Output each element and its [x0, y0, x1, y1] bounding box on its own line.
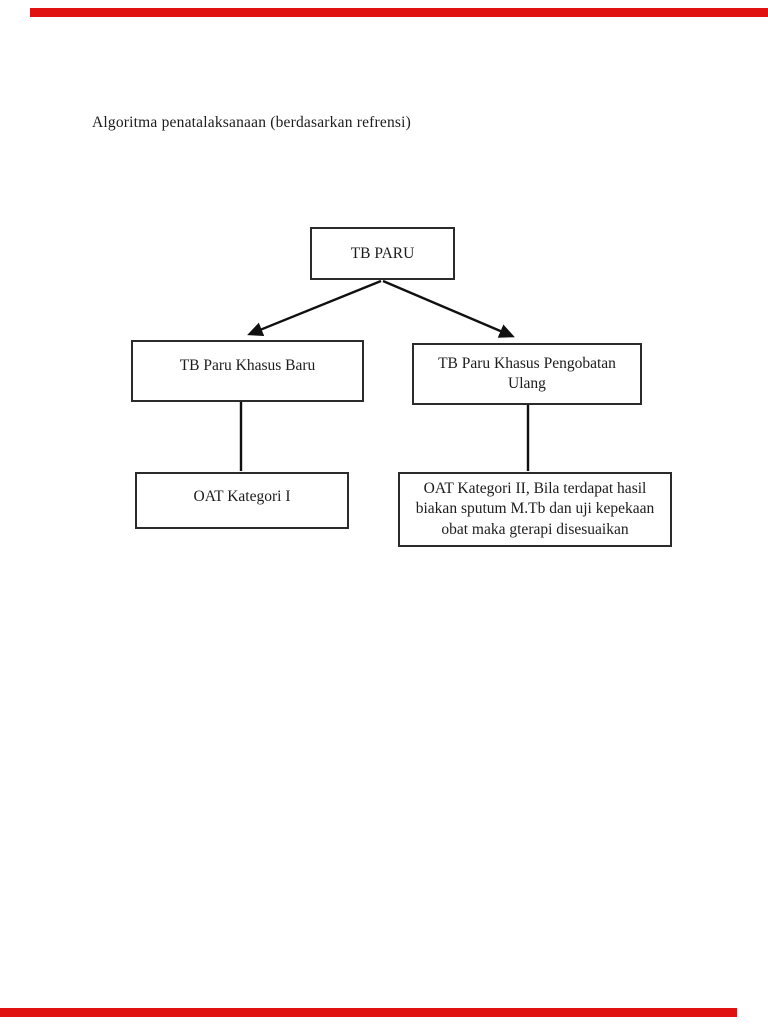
node-tb-paru-khasus-pengobatan-ulang: TB Paru Khasus Pengobatan Ulang — [412, 343, 642, 405]
node-tb-paru-khasus-baru: TB Paru Khasus Baru — [131, 340, 364, 402]
node-tb-paru-label: TB PARU — [350, 244, 415, 262]
node-tb-paru-khasus-baru-label: TB Paru Khasus Baru — [179, 357, 316, 374]
node-oat-kategori-i: OAT Kategori I — [135, 472, 349, 529]
page-title: Algoritma penatalaksanaan (berdasarkan r… — [92, 114, 412, 131]
node-tb-paru: TB PARU — [310, 227, 455, 280]
node-oat-kategori-ii-label: OAT Kategori II, Bila terdapat hasil bia… — [415, 479, 655, 538]
edge-tbparu-to-ulang-arrow — [382, 279, 515, 338]
node-tb-paru-khasus-pengobatan-ulang-label: TB Paru Khasus Pengobatan Ulang — [438, 355, 616, 392]
node-oat-kategori-ii: OAT Kategori II, Bila terdapat hasil bia… — [398, 472, 672, 547]
page-edge-marker-bottom — [0, 1008, 737, 1017]
page-edge-marker-top — [30, 8, 768, 17]
node-oat-kategori-i-label: OAT Kategori I — [193, 487, 291, 505]
edge-tbparu-to-baru-arrow — [247, 279, 382, 336]
